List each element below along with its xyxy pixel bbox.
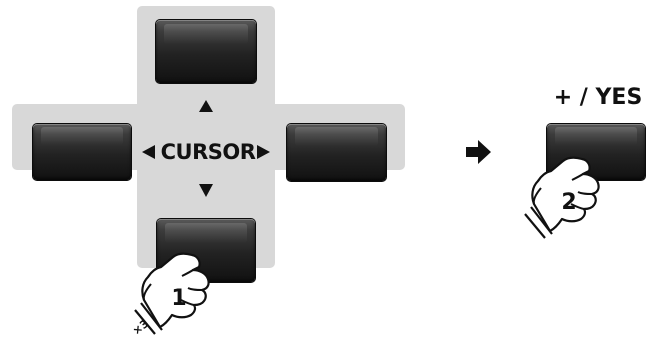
step-2-number: 2 bbox=[561, 190, 576, 215]
cursor-label: CURSOR bbox=[160, 140, 256, 164]
pointing-finger-icon: 2 bbox=[524, 156, 600, 239]
cursor-right-button[interactable] bbox=[287, 124, 386, 181]
triangle-right-icon bbox=[257, 145, 270, 159]
step-1-number: 1 bbox=[171, 286, 186, 311]
yes-button-label: + / YES bbox=[553, 85, 643, 110]
right-arrow-icon bbox=[466, 140, 491, 164]
cursor-left-button[interactable] bbox=[33, 124, 131, 180]
step-1-repeat: ×3 bbox=[130, 317, 151, 338]
triangle-left-icon bbox=[142, 145, 155, 159]
triangle-up-icon bbox=[199, 100, 213, 112]
pointing-finger-icon: 1 ×3 bbox=[130, 252, 210, 338]
triangle-down-icon bbox=[199, 184, 213, 197]
cursor-up-button[interactable] bbox=[156, 20, 256, 83]
cursor-down-button[interactable] bbox=[157, 219, 255, 282]
